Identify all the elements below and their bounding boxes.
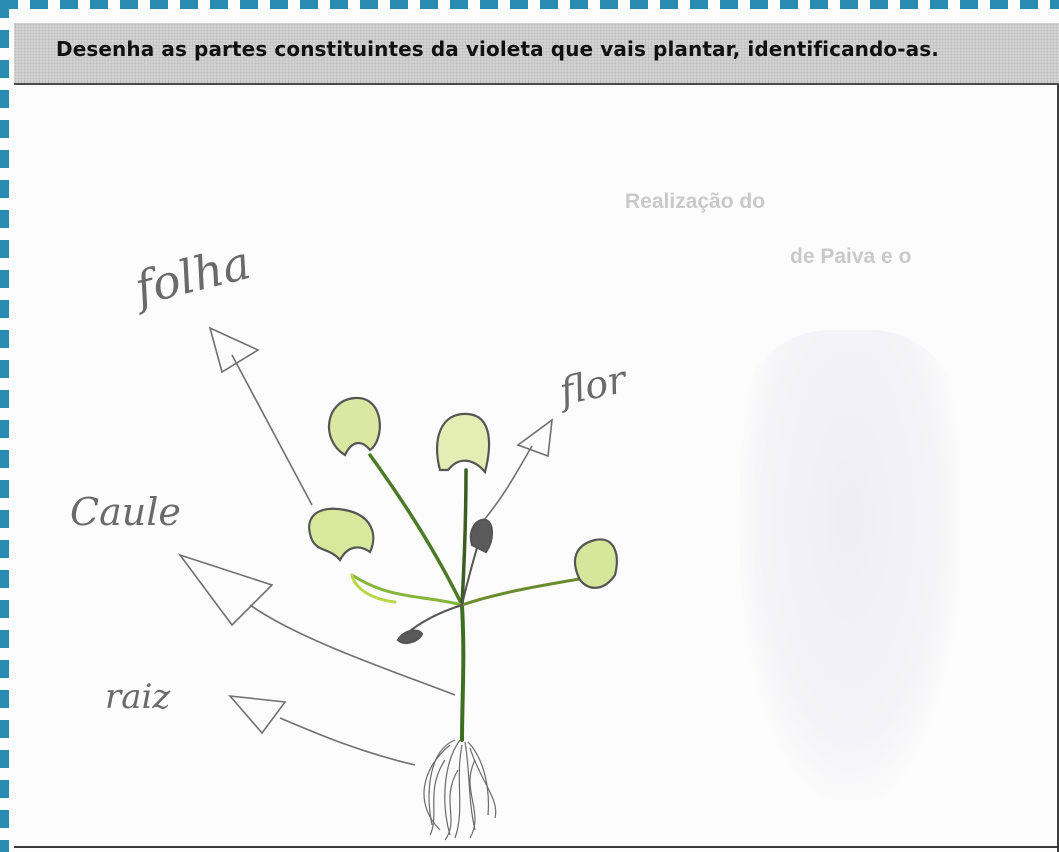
showthrough-figure [740, 330, 960, 800]
frame-border-bottom [14, 846, 1059, 848]
label-folha: folha [127, 235, 256, 316]
label-flor: flor [553, 356, 633, 414]
showthrough-text-1: Realização do [625, 190, 766, 213]
instruction-header: Desenha as partes constituintes da viole… [14, 23, 1059, 85]
plant-stems [350, 453, 587, 742]
showthrough-text-2: de Paiva e o [790, 245, 912, 268]
instruction-text: Desenha as partes constituintes da viole… [56, 37, 939, 61]
arrow-folha [208, 326, 313, 506]
label-caule: Caule [70, 490, 181, 534]
plant-roots [423, 739, 497, 841]
arrow-raiz [228, 694, 416, 766]
dashed-border-top [0, 0, 1059, 9]
plant-leaves [308, 396, 618, 644]
arrow-caule [177, 553, 456, 696]
arrow-flor [479, 418, 553, 526]
dashed-border-left [0, 0, 9, 852]
frame-border-right [1057, 24, 1059, 852]
label-raiz: raiz [105, 677, 171, 717]
